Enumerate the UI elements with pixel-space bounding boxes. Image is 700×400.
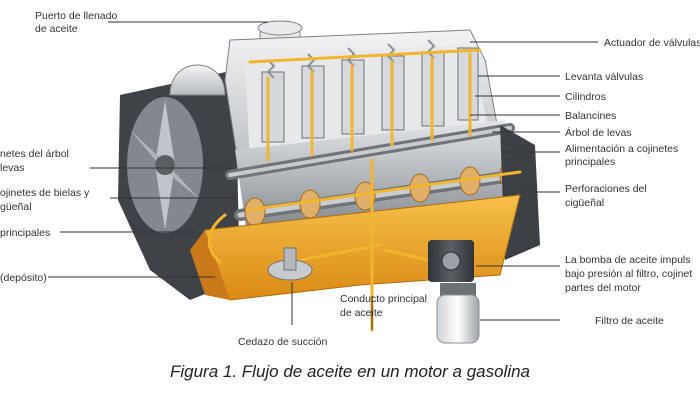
label-oil-filter: Filtro de aceite — [595, 315, 664, 327]
label-oil-pump-1: La bomba de aceite impuls — [565, 254, 691, 266]
fan-icon — [127, 97, 203, 233]
label-camshaft: Árbol de levas — [565, 126, 632, 139]
label-camshaft-bearings-2: levas — [0, 162, 25, 174]
suction-screen-icon — [267, 247, 313, 281]
label-cylinders: Cilindros — [565, 91, 606, 103]
label-oil-fill-2: de aceite — [35, 23, 78, 35]
label-camshaft-bearings-1: netes del árbol — [0, 148, 69, 160]
leader-lines — [48, 21, 598, 330]
label-crank-bores-2: cigüeñal — [565, 197, 604, 209]
label-rod-bearings-2: güeñal — [0, 201, 32, 213]
label-oil-fill-1: Puerto de llenado — [35, 10, 117, 22]
label-rod-bearings-1: ojinetes de bielas y — [0, 187, 90, 199]
label-sump: (depósito) — [0, 272, 47, 284]
labels: Puerto de llenado de aceite Actuador de … — [0, 10, 700, 348]
label-main-bearings: principales — [0, 227, 50, 239]
label-suction-screen: Cedazo de succión — [238, 336, 327, 348]
label-oil-pump-2: bajo presión al filtro, cojinet — [565, 268, 692, 280]
label-valve-actuator: Actuador de válvulas — [604, 37, 700, 49]
engine-illustration — [118, 20, 540, 344]
label-valve-lifters: Levanta válvulas — [565, 71, 643, 83]
label-crank-bores-1: Perforaciones del — [565, 183, 647, 195]
label-main-duct-2: de aceite — [340, 307, 383, 319]
figure-caption: Figura 1. Flujo de aceite en un motor a … — [169, 362, 531, 381]
oil-pump-icon — [428, 240, 474, 282]
label-main-duct-1: Conducto principal — [340, 293, 427, 305]
label-oil-pump-3: partes del motor — [565, 282, 641, 294]
oil-filter-icon — [436, 283, 480, 344]
label-main-bearing-feed-1: Alimentación a cojinetes — [565, 143, 678, 155]
label-main-bearing-feed-2: principales — [565, 156, 615, 168]
label-rockers: Balancines — [565, 110, 616, 122]
